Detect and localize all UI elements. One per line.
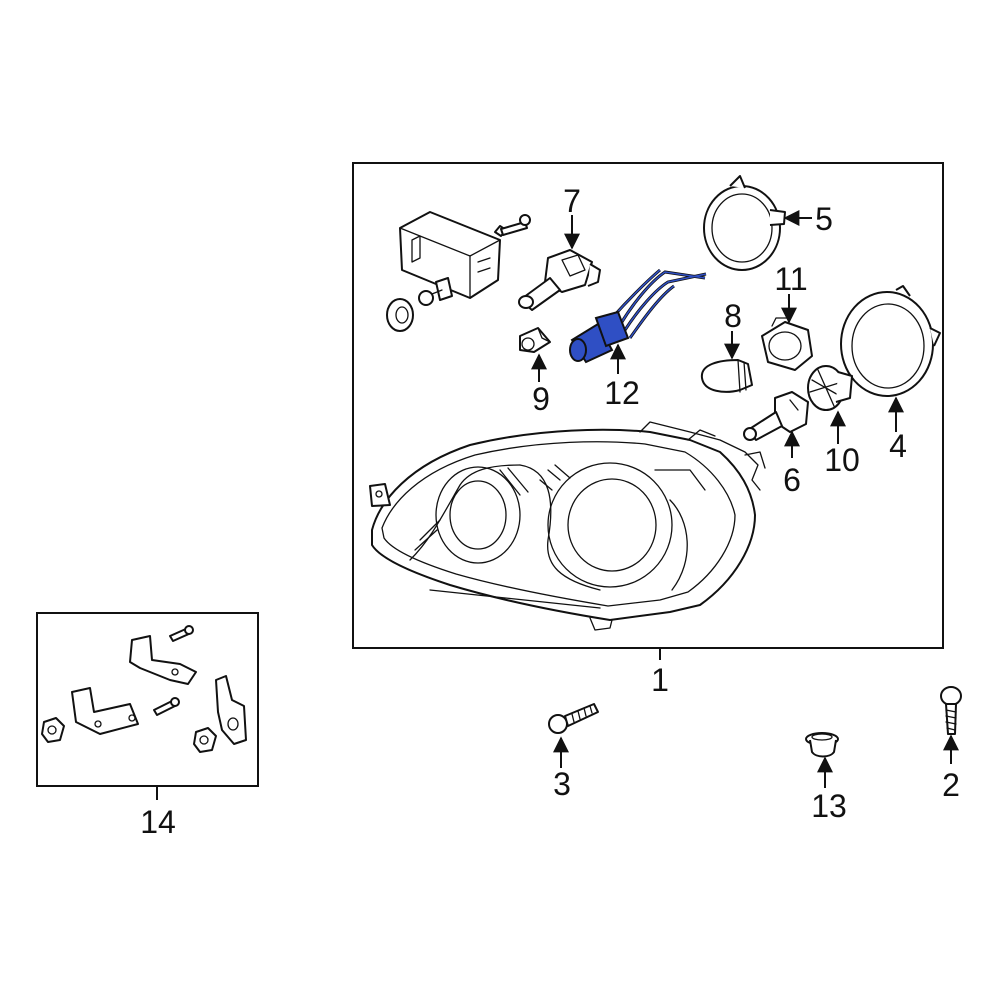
screw-3[interactable] — [548, 703, 599, 734]
bulb-7[interactable] — [518, 249, 601, 311]
leveling-motor[interactable] — [399, 211, 501, 306]
bulb-9[interactable] — [519, 327, 551, 353]
bulb-socket-10[interactable] — [807, 365, 853, 411]
motor-gasket[interactable] — [386, 298, 414, 332]
callout-7: 7 — [563, 183, 581, 219]
screw-2[interactable] — [940, 686, 962, 735]
callout-5: 5 — [815, 201, 833, 237]
cover-cap-5[interactable] — [703, 175, 786, 271]
callout-4: 4 — [889, 428, 907, 464]
callout-10: 10 — [824, 442, 860, 478]
bracket-kit-parts[interactable] — [41, 625, 247, 753]
callout-1: 1 — [651, 662, 669, 698]
callout-13: 13 — [811, 788, 847, 824]
callout-8: 8 — [724, 298, 742, 334]
callout-3: 3 — [553, 766, 571, 802]
headlamp-housing[interactable] — [369, 421, 766, 631]
headlamp-assembly-box — [352, 162, 944, 649]
bulb-6[interactable] — [743, 391, 809, 441]
callout-11: 11 — [774, 261, 807, 297]
callout-9: 9 — [532, 381, 550, 417]
plug-13[interactable] — [805, 732, 839, 758]
bracket-kit-box — [36, 612, 259, 787]
bulb-8[interactable] — [700, 359, 753, 393]
motor-screw[interactable] — [494, 214, 531, 237]
callout-2: 2 — [942, 767, 960, 803]
callout-6: 6 — [783, 462, 801, 498]
bulb-socket-11[interactable] — [761, 317, 813, 371]
cover-cap-4[interactable] — [840, 285, 941, 397]
callout-14: 14 — [140, 804, 176, 840]
callout-12: 12 — [604, 375, 640, 411]
